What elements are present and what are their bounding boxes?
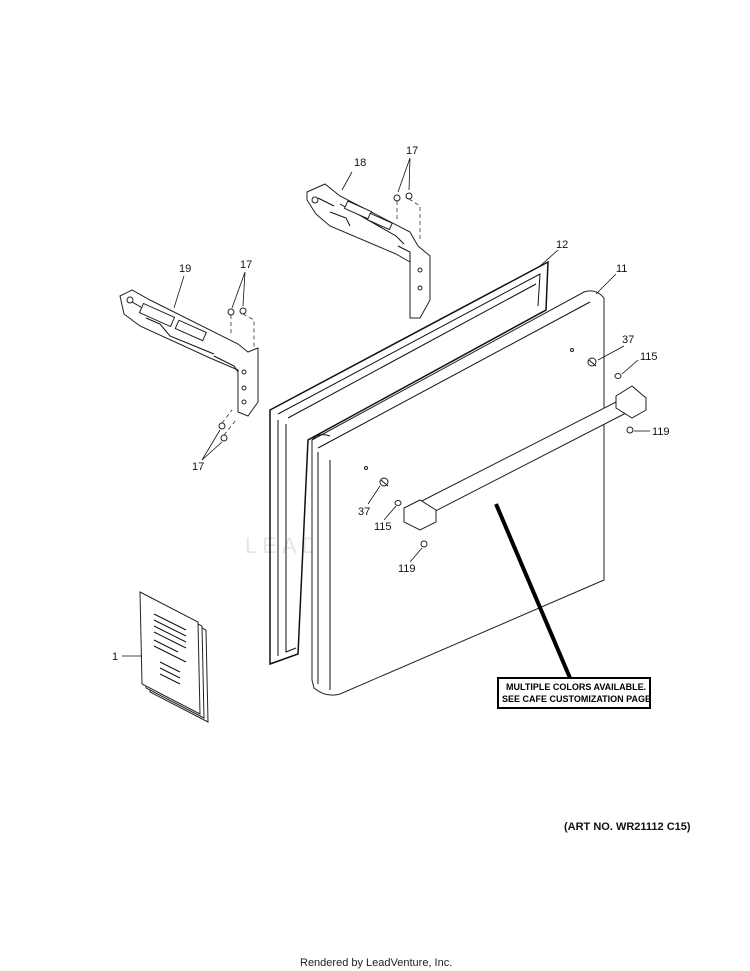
door-hole-left [364, 466, 368, 470]
callout-1: 1 [112, 651, 118, 663]
notice-line-1: MULTIPLE COLORS AVAILABLE. [506, 682, 646, 692]
callout-17-upper: 17 [406, 145, 418, 157]
upper-hinge-part-18[interactable] [306, 183, 431, 319]
notice-line-2: SEE CAFE CUSTOMIZATION PAGE [502, 694, 651, 704]
screw-part-17-lower-top-b[interactable] [239, 307, 255, 350]
callout-11: 11 [616, 263, 627, 275]
color-notice-box: MULTIPLE COLORS AVAILABLE. SEE CAFE CUST… [497, 677, 651, 709]
screw-part-17-lower-bottom-a[interactable] [218, 409, 233, 430]
door-gasket-part-12[interactable] [269, 260, 549, 666]
screw-part-17-lower-bottom-b[interactable] [220, 419, 237, 442]
lower-hinge-part-19[interactable] [119, 289, 259, 417]
notice-leader-line [494, 503, 572, 679]
footer-credit: Rendered by LeadVenture, Inc. [300, 957, 452, 969]
callout-115-lower: 115 [374, 521, 392, 533]
bolt-part-37-lower[interactable] [379, 477, 389, 487]
callout-17-lower-top: 17 [240, 259, 252, 271]
screw-part-17-upper-b[interactable] [405, 192, 421, 242]
cap-part-119-upper[interactable] [626, 426, 634, 434]
callout-18: 18 [354, 157, 366, 169]
cap-part-119-lower[interactable] [420, 540, 428, 548]
callout-19: 19 [179, 263, 191, 275]
callout-12: 12 [556, 239, 568, 251]
owners-manual-part-1[interactable] [139, 591, 209, 723]
callout-37-upper: 37 [622, 334, 634, 346]
bolt-part-37-upper[interactable] [587, 357, 597, 367]
art-number: (ART NO. WR21112 C15) [564, 821, 691, 833]
callout-115-upper: 115 [640, 351, 658, 363]
screw-part-17-upper-a[interactable] [393, 194, 401, 222]
door-hole-right [570, 348, 574, 352]
screw-part-115-lower[interactable] [394, 500, 402, 506]
callout-37-lower: 37 [358, 506, 370, 518]
callout-17-lower-bottom: 17 [192, 461, 204, 473]
screw-part-17-lower-top-a[interactable] [227, 308, 235, 336]
callout-119-upper: 119 [652, 426, 670, 438]
screw-part-115-upper[interactable] [614, 373, 622, 379]
callout-119-lower: 119 [398, 563, 416, 575]
door-handle[interactable] [403, 385, 647, 531]
